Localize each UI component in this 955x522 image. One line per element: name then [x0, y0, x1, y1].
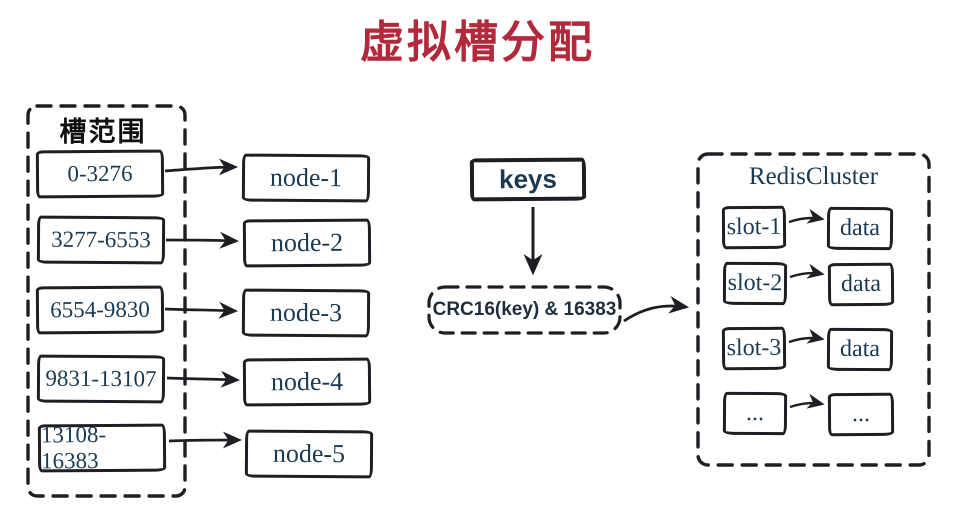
slot-box: slot-2 — [722, 261, 788, 306]
arrow-slot2-data — [789, 263, 825, 279]
slot-range-box: 13108-16383 — [37, 422, 167, 473]
data-box: data — [826, 206, 894, 251]
slot-box-ellipsis: ... — [722, 391, 788, 436]
node-box: node-2 — [242, 218, 372, 268]
node-box: node-1 — [241, 153, 371, 203]
arrow-range5-node5 — [168, 431, 243, 449]
redis-cluster-label: RedisCluster — [748, 163, 879, 190]
arrow-range2-node2 — [165, 231, 240, 249]
node-box: node-4 — [242, 357, 372, 407]
slot-box: slot-3 — [721, 326, 787, 371]
data-box: data — [827, 262, 895, 307]
diagram-title: 虚拟槽分配 — [360, 18, 595, 67]
hash-function-box: CRC16(key) & 16383 — [432, 299, 617, 320]
arrow-slot1-data — [788, 208, 825, 224]
slot-range-box: 0-3276 — [35, 149, 165, 199]
slot-box: slot-1 — [721, 205, 787, 250]
arrow-slot4-data — [789, 393, 825, 409]
data-box-ellipsis: ... — [827, 392, 895, 437]
node-box: node-5 — [244, 429, 374, 479]
arrow-range3-node3 — [164, 301, 239, 319]
arrow-hash-cluster — [623, 295, 690, 323]
slot-range-panel-label: 槽范围 — [59, 117, 147, 147]
slot-range-box: 9831-13107 — [36, 354, 166, 404]
arrow-slot3-data — [788, 328, 825, 344]
slot-range-box: 6554-9830 — [35, 285, 165, 335]
node-box: node-3 — [241, 288, 371, 338]
keys-box: keys — [469, 157, 587, 202]
arrow-range1-node1 — [164, 158, 239, 176]
data-box: data — [826, 327, 894, 372]
slot-range-box: 3277-6553 — [36, 215, 166, 265]
arrow-range4-node4 — [166, 370, 241, 388]
